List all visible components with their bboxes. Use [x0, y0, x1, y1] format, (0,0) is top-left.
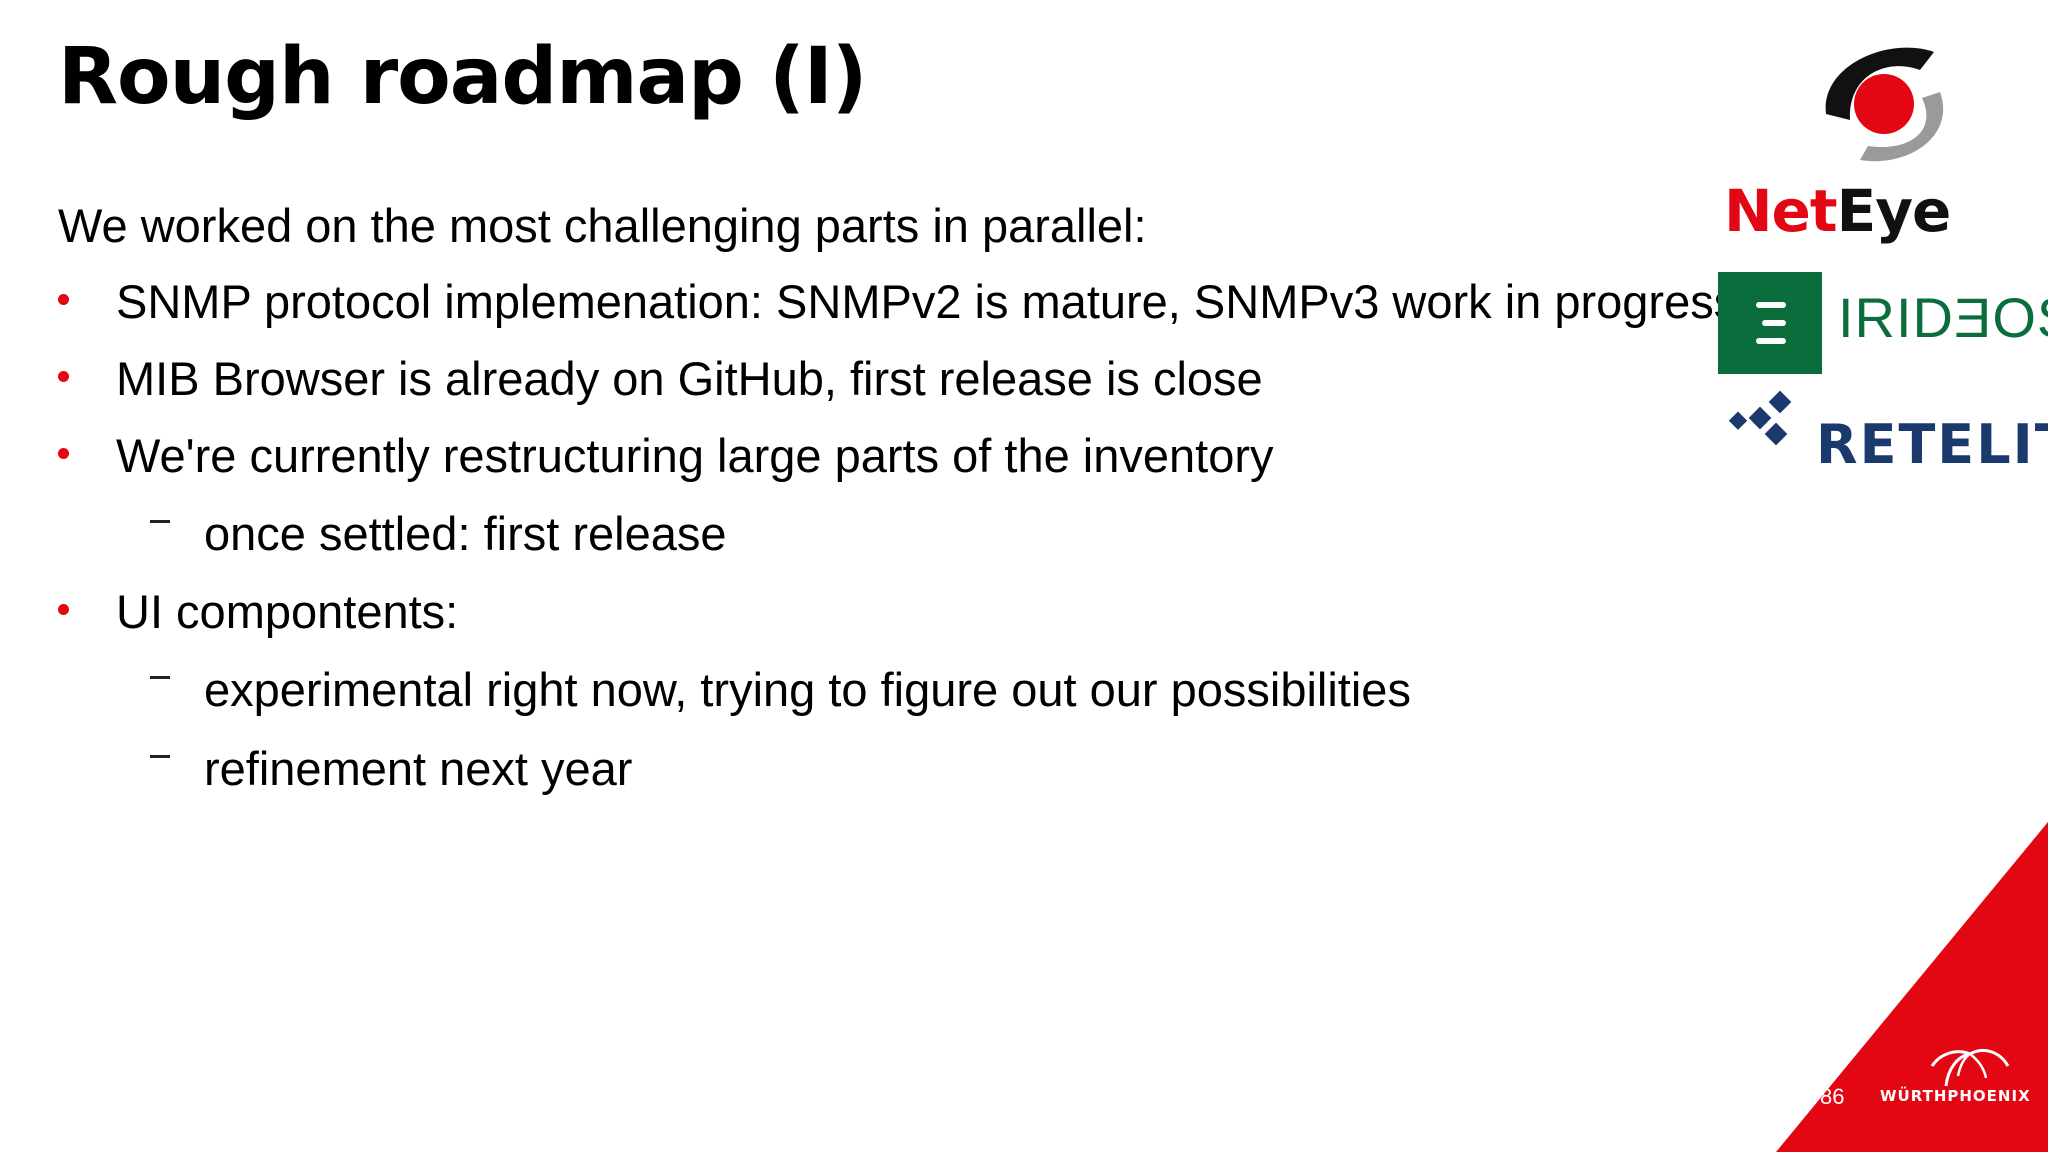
neteye-logo: NetEye	[1724, 177, 1951, 245]
retelit-mark-icon	[1728, 390, 1792, 446]
sub-bullet-text: refinement next year	[204, 742, 633, 795]
dash-icon	[150, 676, 170, 679]
dash-icon	[150, 520, 170, 523]
corner-red-triangle	[1776, 822, 2048, 1152]
neteye-eye-icon	[1825, 47, 1944, 162]
slide-title: Rough roadmap (I)	[58, 32, 867, 122]
bullet-dot-icon	[58, 604, 69, 615]
dash-icon	[150, 755, 170, 758]
partner-logos: NetEye IRIDƎOS RETELIT	[1710, 30, 2048, 490]
sub-bullet-text: experimental right now, trying to figure…	[204, 663, 1411, 716]
bullet-text: UI compontents:	[116, 585, 459, 638]
sub-bullet-text: once settled: first release	[204, 507, 727, 560]
bullet-dot-icon	[58, 294, 69, 305]
bullet-text: SNMP protocol implemenation: SNMPv2 is m…	[116, 275, 1738, 328]
wurth-phoenix-logo: WÜRTHPHOENIX	[1880, 1087, 2031, 1105]
bullet-text: MIB Browser is already on GitHub, first …	[116, 352, 1263, 405]
wurth-phoenix-palm-icon	[1930, 1049, 2010, 1087]
page-number: 86	[1820, 1084, 1845, 1109]
bullet-dot-icon	[58, 448, 69, 459]
irideos-mark-icon	[1718, 272, 1822, 374]
intro-text: We worked on the most challenging parts …	[58, 199, 1147, 252]
bullet-text: We're currently restructuring large part…	[116, 429, 1274, 482]
irideos-logo: IRIDƎOS	[1718, 272, 2048, 374]
bullet-dot-icon	[58, 371, 69, 382]
retelit-logo: RETELIT	[1724, 390, 2048, 480]
